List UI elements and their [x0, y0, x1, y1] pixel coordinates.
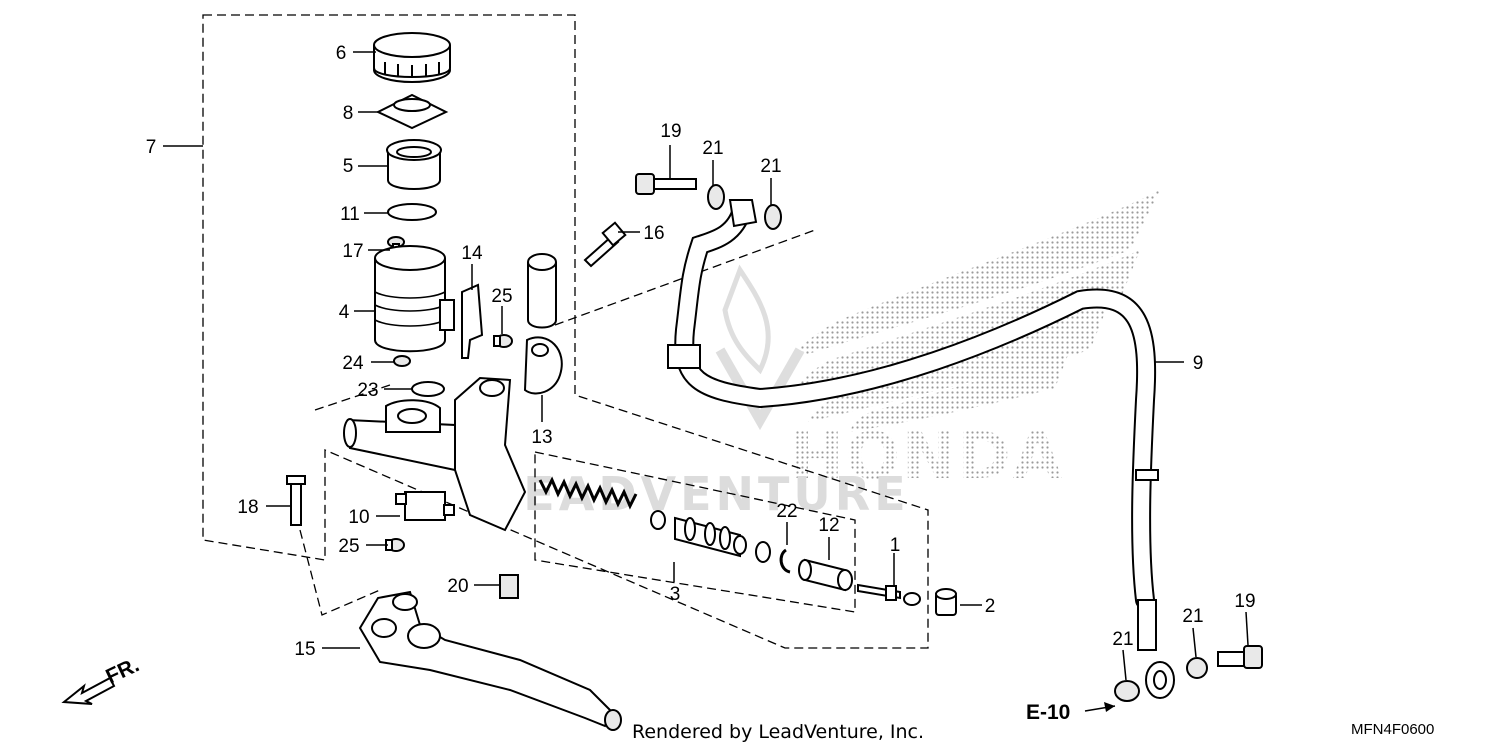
callout-21-c: 21 [1112, 629, 1133, 650]
callout-13: 13 [531, 427, 552, 448]
clutch-lever-part [358, 590, 622, 731]
callout-17: 17 [342, 241, 363, 262]
bolt-part-upper [493, 334, 513, 348]
bolt-part-lower [385, 538, 405, 552]
master-cylinder-body-part [343, 376, 527, 532]
callout-6: 6 [336, 43, 347, 64]
push-rod-cap-part [935, 588, 957, 616]
pivot-bolt-outline [299, 529, 381, 616]
callout-12: 12 [818, 515, 839, 536]
callout-25-lower: 25 [338, 536, 359, 557]
reservoir-part [374, 245, 455, 353]
master-cylinder-holder-part [523, 253, 563, 395]
leadventure-logo-icon [715, 264, 805, 431]
master-cylinder-o-ring-part [411, 381, 445, 397]
sealing-washer-part-3 [1114, 680, 1140, 702]
reservoir-group-outline [202, 14, 929, 649]
callout-14: 14 [461, 243, 483, 264]
sealing-washer-part-2 [764, 204, 782, 230]
callout-11: 11 [340, 204, 360, 225]
callout-22: 22 [776, 501, 797, 522]
clutch-switch-part [395, 491, 455, 521]
callout-21-d: 21 [1182, 606, 1203, 627]
reservoir-cap-part [373, 32, 451, 83]
callout-5: 5 [343, 156, 354, 177]
callout-19-upper: 19 [660, 121, 681, 142]
reservoir-stay-part [461, 283, 484, 359]
callout-2: 2 [985, 596, 996, 617]
sealing-washer-part-4 [1186, 657, 1208, 679]
leader-lines [163, 51, 1249, 712]
callout-3: 3 [670, 584, 681, 605]
callout-19-lower: 19 [1234, 591, 1255, 612]
callout-7: 7 [146, 137, 157, 158]
bracket-outline [314, 384, 391, 411]
diagram-code: MFN4F0600 [1351, 721, 1434, 738]
reference-label: E-10 [1026, 701, 1070, 724]
reservoir-washer-part [393, 355, 411, 367]
callout-10: 10 [348, 507, 369, 528]
callout-15: 15 [294, 639, 315, 660]
push-rod-part [857, 583, 921, 606]
dust-boot-part [798, 558, 853, 592]
hose-mount-outline [554, 229, 816, 326]
oil-bolt-part-upper [635, 173, 697, 195]
honda-watermark-text: HONDA [790, 420, 1064, 494]
holder-bolt-part [583, 221, 627, 268]
piston-set-part [538, 476, 747, 558]
render-credit: Rendered by LeadVenture, Inc. [632, 721, 924, 743]
diaphragm-plate-part [375, 93, 449, 130]
clutch-hose-part [667, 199, 1175, 699]
callout-24: 24 [342, 353, 364, 374]
callout-23: 23 [357, 380, 378, 401]
oil-bolt-part-lower [1217, 645, 1263, 669]
callout-20: 20 [447, 576, 468, 597]
diaphragm-part [386, 139, 442, 190]
o-ring-part [387, 203, 437, 221]
front-direction-arrow-icon [61, 676, 116, 705]
callout-8: 8 [343, 103, 354, 124]
leadventure-watermark-text: LEADVENTURE [490, 467, 910, 521]
pivot-bolt-part [286, 475, 306, 526]
callout-21-b: 21 [760, 156, 781, 177]
callout-4: 4 [339, 302, 350, 323]
boot-cap-part [499, 574, 519, 599]
callout-18: 18 [237, 497, 258, 518]
callout-25-upper: 25 [491, 286, 512, 307]
sealing-washer-part-1 [707, 184, 725, 210]
callout-16: 16 [643, 223, 664, 244]
callout-1: 1 [890, 535, 901, 556]
callout-21-a: 21 [702, 138, 723, 159]
callout-9: 9 [1193, 353, 1204, 374]
piston-group-outline [534, 451, 856, 613]
circlip-part [755, 541, 791, 574]
